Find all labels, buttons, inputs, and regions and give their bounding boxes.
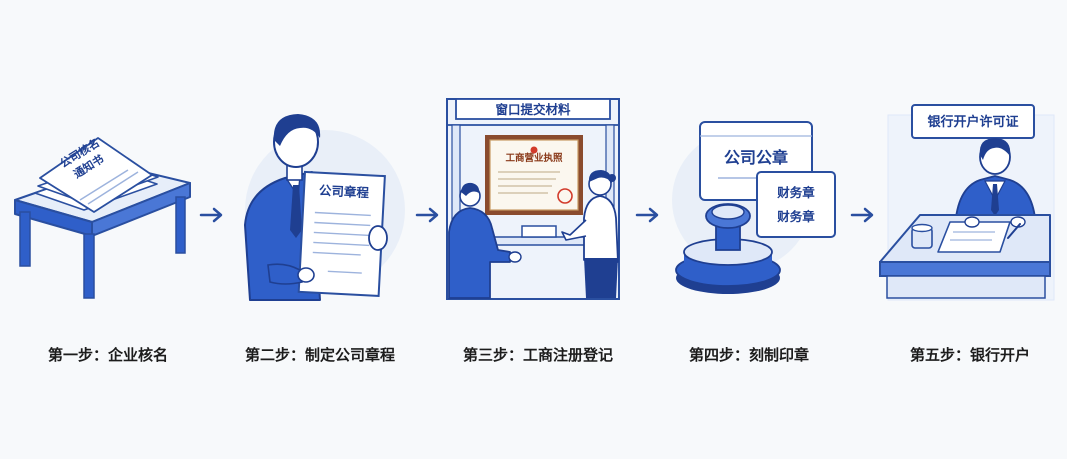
sign-text: 银行开户许可证 xyxy=(927,114,1018,130)
company-seal-stamp-icon: 公司公章 财务章 财务章 xyxy=(672,121,836,294)
step-2-label: 第二步：制定公司章程 xyxy=(244,346,395,364)
arrow-right-icon xyxy=(199,207,223,223)
step-3-label: 第三步：工商注册登记 xyxy=(462,346,613,364)
arrow-right-icon xyxy=(415,207,439,223)
board-title: 公司公章 xyxy=(724,148,788,167)
desk-with-documents-icon: 公司核名 通知书 xyxy=(14,135,191,299)
bank-account-opening-icon: 银行开户许可证 xyxy=(879,104,1055,301)
step-1-label: 第一步：企业核名 xyxy=(47,346,168,364)
card-line2: 财务章 xyxy=(776,209,815,224)
arrow-right-icon xyxy=(635,207,659,223)
window-sign: 窗口提交材料 xyxy=(495,102,571,117)
step-4-label: 第四步：刻制印章 xyxy=(688,346,809,364)
card-line1: 财务章 xyxy=(776,185,815,200)
arrow-right-icon xyxy=(850,207,874,223)
certificate-title: 工商营业执照 xyxy=(505,152,563,164)
businessman-holding-charter-icon: 公司章程 xyxy=(244,114,405,301)
step-5-label: 第五步：银行开户 xyxy=(909,346,1030,364)
doc-title: 公司章程 xyxy=(319,183,370,201)
registration-window-icon: 窗口提交材料 工商营业执照 xyxy=(446,98,620,300)
